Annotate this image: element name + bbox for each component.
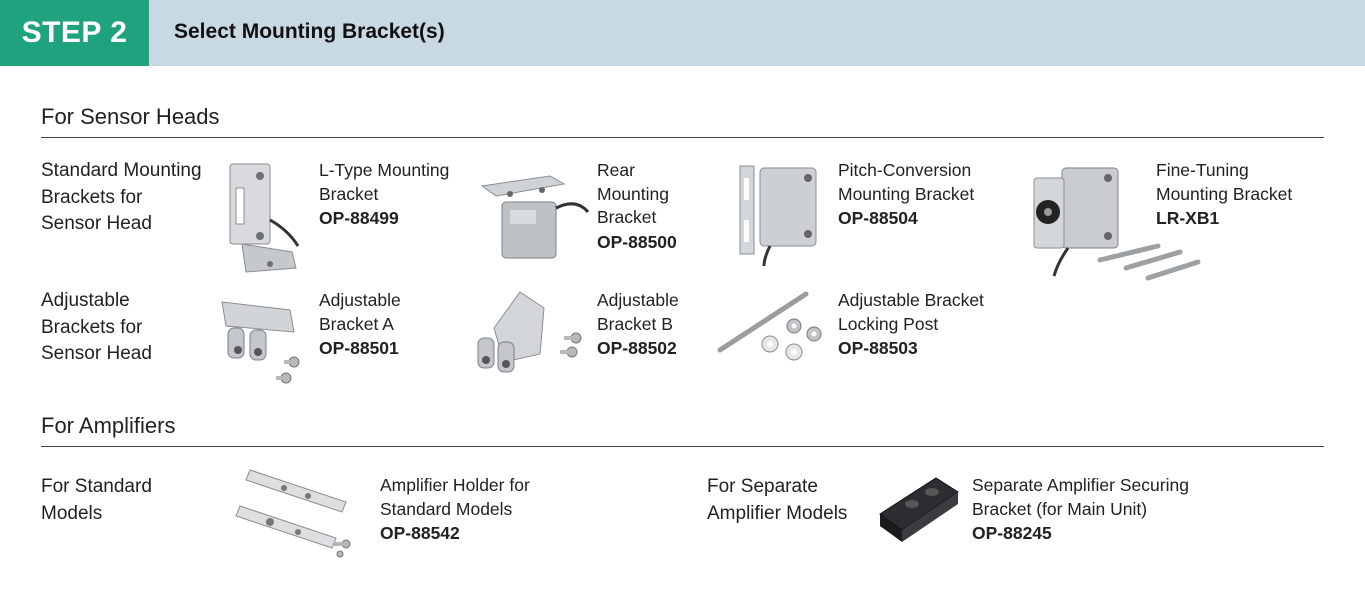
item-locking-post: Adjustable Bracket Locking Post OP-88503 — [838, 290, 984, 358]
adjustable-bracket-b-image — [464, 288, 584, 378]
l-type-bracket-image — [222, 160, 302, 278]
amplifier-holder-image — [228, 462, 358, 558]
item-rear-mounting-bracket: Rear Mounting Bracket OP-88500 — [597, 160, 677, 252]
securing-bracket-image — [876, 474, 960, 546]
rear-mounting-bracket-image — [480, 168, 590, 268]
locking-post-image — [716, 290, 826, 366]
fine-tuning-bracket-image — [1028, 160, 1203, 282]
item-fine-tuning-bracket: Fine-Tuning Mounting Bracket LR-XB1 — [1156, 160, 1293, 228]
section-divider — [41, 137, 1324, 138]
section-title-sensor-heads: For Sensor Heads — [41, 104, 220, 129]
group-label-standard-models: For Standard Models — [41, 476, 152, 524]
section-title-amplifiers: For Amplifiers — [41, 413, 176, 438]
item-securing-bracket: Separate Amplifier Securing Bracket (for… — [972, 475, 1189, 543]
pitch-conversion-bracket-image — [734, 160, 824, 268]
group-label-standard-brackets: Standard Mounting Brackets for Sensor He… — [41, 160, 202, 234]
group-label-separate-models: For Separate Amplifier Models — [707, 476, 848, 524]
step-title: Select Mounting Bracket(s) — [174, 20, 445, 43]
group-label-adjustable-brackets: Adjustable Brackets for Sensor Head — [41, 290, 152, 364]
item-adjustable-bracket-a: Adjustable Bracket A OP-88501 — [319, 290, 401, 358]
item-adjustable-bracket-b: Adjustable Bracket B OP-88502 — [597, 290, 679, 358]
item-amplifier-holder: Amplifier Holder for Standard Models OP-… — [380, 475, 530, 543]
step-badge: STEP 2 — [0, 0, 149, 66]
item-pitch-conversion-bracket: Pitch-Conversion Mounting Bracket OP-885… — [838, 160, 975, 228]
step-header: STEP 2 Select Mounting Bracket(s) — [0, 0, 1365, 66]
section-divider — [41, 446, 1324, 447]
item-l-type-bracket: L-Type Mounting Bracket OP-88499 — [319, 160, 450, 228]
adjustable-bracket-a-image — [214, 292, 306, 390]
